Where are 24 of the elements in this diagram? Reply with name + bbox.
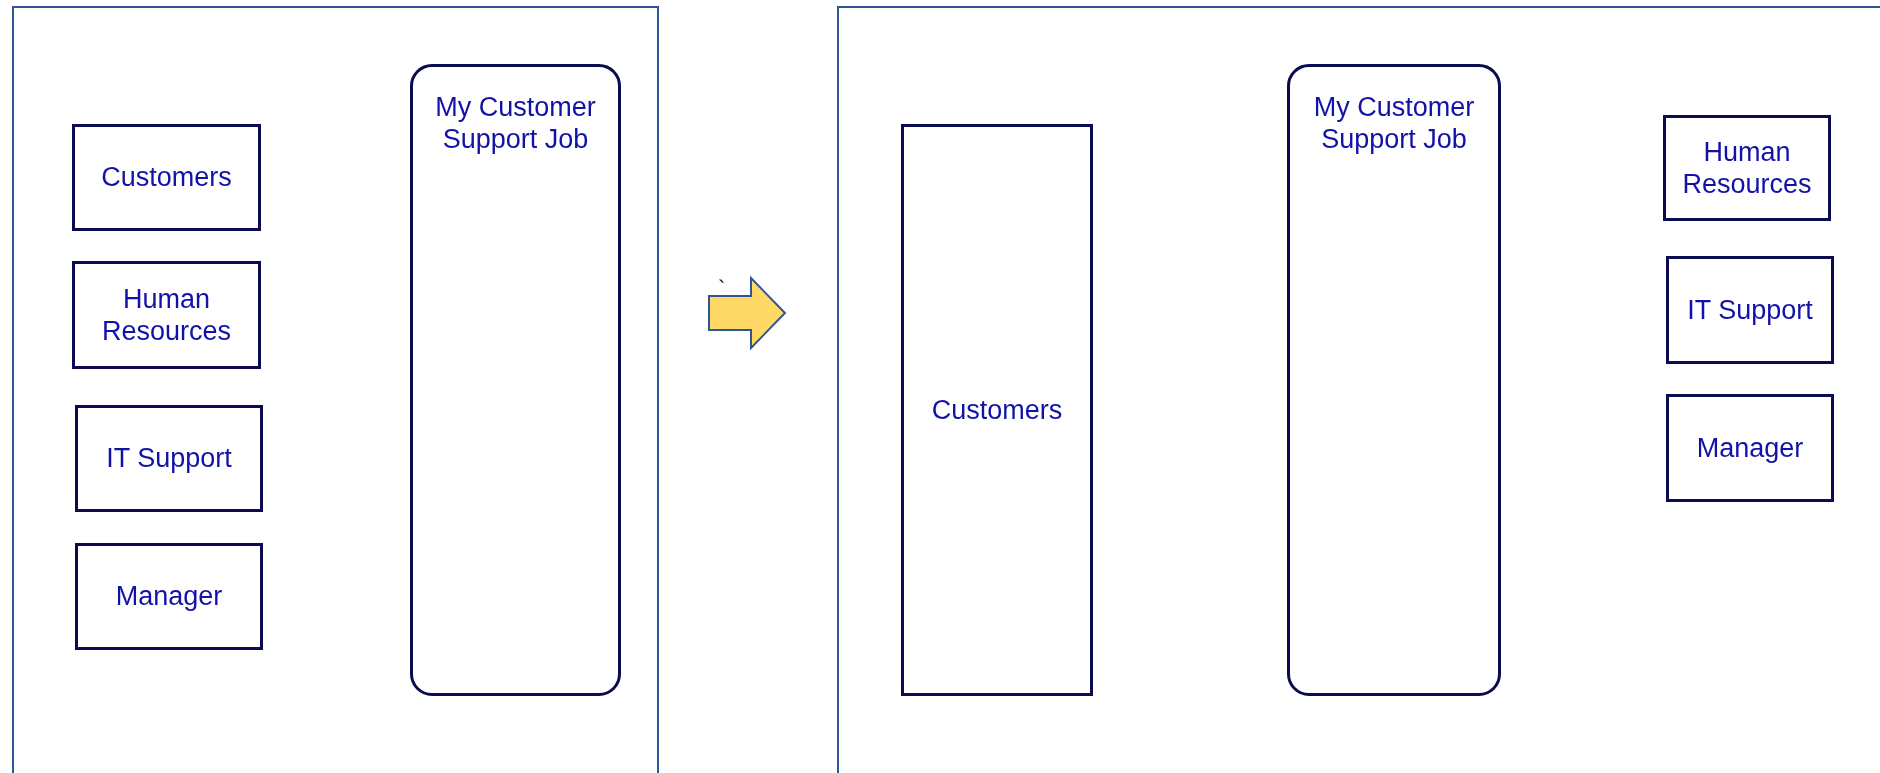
process-box [72, 261, 261, 369]
box-label: Human Resources [1681, 135, 1813, 201]
process-box [1666, 256, 1834, 364]
box-label: Customers [930, 393, 1064, 427]
process-box [1666, 394, 1834, 502]
process-box [1663, 115, 1831, 221]
note-text: ` [718, 278, 726, 300]
process-box [75, 543, 263, 650]
box-label: Manager [1695, 431, 1805, 465]
box-label: Customers [100, 161, 233, 194]
panel-frame [12, 6, 659, 773]
process-box [75, 405, 263, 512]
panel-frame [837, 6, 1880, 773]
rounded-box [1287, 64, 1501, 696]
box-label: My Customer Support Job [434, 91, 597, 156]
box-label: IT Support [105, 442, 233, 475]
block-arrow [708, 275, 787, 351]
box-label: Manager [114, 580, 224, 613]
box-label: My Customer Support Job [1312, 91, 1476, 156]
box-label: Human Resources [100, 282, 233, 348]
process-box [901, 124, 1093, 696]
rounded-box [410, 64, 621, 696]
process-box [72, 124, 261, 231]
box-label: IT Support [1686, 293, 1814, 327]
